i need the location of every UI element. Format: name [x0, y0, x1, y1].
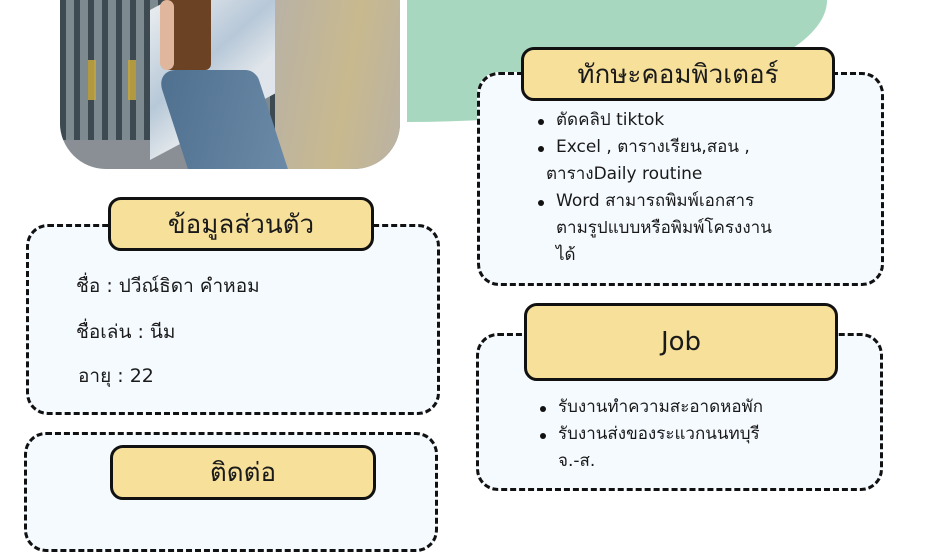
job-list: รับงานทำความสะอาดหอพัก รับงานส่งของระแวก… — [538, 394, 858, 475]
photo-person-arm — [160, 0, 174, 70]
computer-skills-card — [477, 72, 884, 286]
computer-skills-title: ทักษะคอมพิวเตอร์ — [521, 47, 835, 101]
computer-skills-list: ตัดคลิป tiktok Excel , ตารางเรียน,สอน , … — [536, 107, 866, 269]
skill-item: Word สามารถพิมพ์เอกสาร ตามรูปแบบหรือพิมพ… — [536, 188, 866, 269]
skill-item-text: Word สามารถพิมพ์เอกสาร — [556, 191, 755, 211]
skill-item-text: Excel , ตารางเรียน,สอน , — [556, 137, 750, 157]
skill-item-text-cont: ตารางDaily routine — [546, 164, 703, 184]
job-title: Job — [524, 303, 838, 381]
computer-skills-title-text: ทักษะคอมพิวเตอร์ — [577, 59, 779, 90]
job-title-text: Job — [660, 327, 702, 357]
job-item-text: รับงานทำความสะอาดหอพัก — [558, 397, 764, 417]
contact-title-text: ติดต่อ — [209, 458, 277, 488]
personal-info-title: ข้อมูลส่วนตัว — [108, 197, 374, 251]
nickname-field: ชื่อเล่น : นีม — [76, 321, 176, 343]
name-field: ชื่อ : ปวีณ์ธิดา คำหอม — [76, 275, 260, 297]
personal-info-card — [26, 224, 440, 415]
profile-photo — [60, 0, 400, 169]
skill-item-text-cont: ได้ — [556, 245, 576, 265]
skill-item: ตัดคลิป tiktok — [536, 107, 866, 134]
job-item-text-cont: จ.-ส. — [558, 451, 596, 471]
skill-item: Excel , ตารางเรียน,สอน , ตารางDaily rout… — [536, 134, 866, 188]
job-item: รับงานทำความสะอาดหอพัก — [538, 394, 858, 421]
job-item-text: รับงานส่งของระแวกนนทบุรี — [558, 424, 760, 444]
job-item: รับงานส่งของระแวกนนทบุรี จ.-ส. — [538, 421, 858, 475]
personal-info-title-text: ข้อมูลส่วนตัว — [167, 209, 315, 240]
contact-title: ติดต่อ — [110, 445, 376, 500]
photo-walkway — [275, 0, 400, 169]
age-field: อายุ : 22 — [78, 365, 154, 387]
skill-item-text: ตัดคลิป tiktok — [556, 110, 665, 130]
skill-item-text-cont: ตามรูปแบบหรือพิมพ์โครงงาน — [556, 218, 772, 238]
